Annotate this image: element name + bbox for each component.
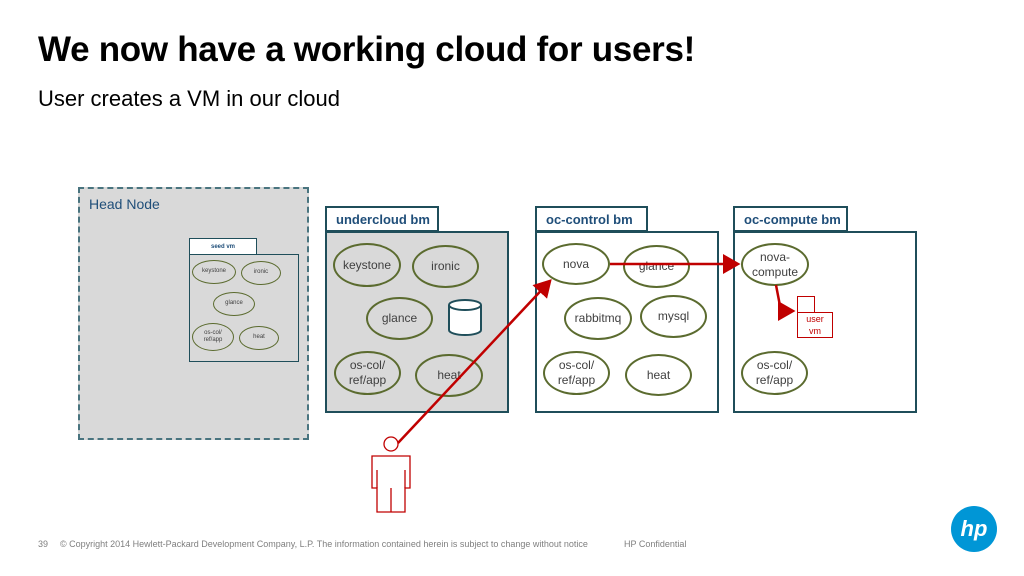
compute-to-user-vm-arrow (774, 284, 796, 321)
hp-logo: hp (951, 506, 997, 552)
oc-control-nova-node: nova (542, 243, 610, 285)
seed-ironic-node: ironic (241, 261, 281, 285)
undercloud-keystone-node: keystone (333, 243, 401, 287)
undercloud-ironic-node: ironic (412, 245, 479, 288)
oc-control-heat-node: heat (625, 354, 692, 396)
seed-heat-node: heat (239, 326, 279, 350)
confidential-label: HP Confidential (624, 539, 687, 549)
head-node-label: Head Node (89, 196, 160, 212)
undercloud-tab: undercloud bm (325, 206, 439, 232)
page-number: 39 (38, 539, 49, 549)
seed-keystone-node: keystone (192, 260, 236, 284)
slide-title: We now have a working cloud for users! (38, 30, 695, 69)
copyright-text: © Copyright 2014 Hewlett-Packard Develop… (60, 539, 588, 549)
oc-compute-nova-compute-node: nova- compute (741, 243, 809, 286)
oc-control-os-col-node: os-col/ ref/app (543, 351, 610, 395)
undercloud-os-col-node: os-col/ ref/app (334, 351, 401, 395)
oc-control-tab: oc-control bm (535, 206, 648, 232)
person-outline-icon (371, 436, 411, 513)
undercloud-glance-node: glance (366, 297, 433, 340)
oc-control-mysql-node: mysql (640, 295, 707, 338)
user-vm-box: user vm (797, 312, 833, 338)
undercloud-heat-node: heat (415, 354, 483, 397)
cylinder-icon (448, 299, 482, 336)
oc-control-rabbitmq-node: rabbitmq (564, 297, 632, 340)
oc-compute-os-col-node: os-col/ ref/app (741, 351, 808, 395)
slide-subtitle: User creates a VM in our cloud (38, 86, 341, 111)
seed-os-col-node: os-col/ ref/app (192, 323, 234, 351)
oc-compute-tab: oc-compute bm (733, 206, 848, 232)
seed-glance-node: glance (213, 292, 255, 316)
oc-control-glance-node: glance (623, 245, 690, 288)
user-to-nova-arrow (397, 279, 552, 444)
